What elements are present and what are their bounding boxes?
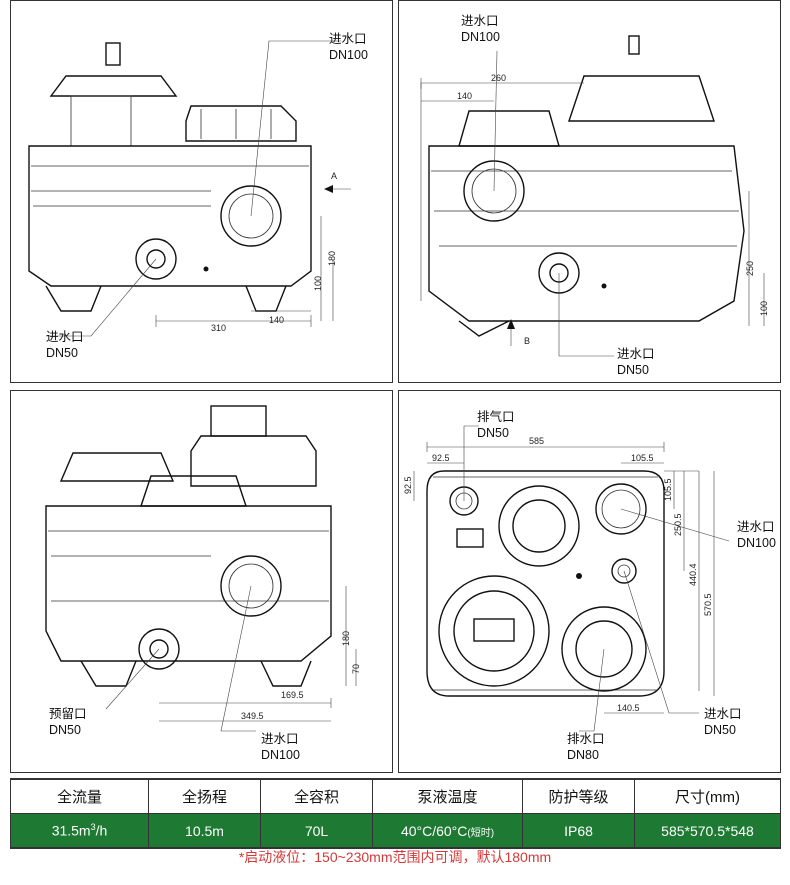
- top-view-panel: 585 92.5 105.5 92.5 105.5 250.5 440.4 57…: [398, 390, 781, 773]
- dim-140: 140: [269, 315, 284, 325]
- header-ip: 防护等级: [522, 778, 635, 814]
- value-volume: 70L: [260, 813, 373, 849]
- header-head: 全扬程: [148, 778, 261, 814]
- dim-250: 250: [745, 261, 755, 276]
- value-temp: 40°C/60°C(短时): [372, 813, 523, 849]
- header-size: 尺寸(mm): [634, 778, 781, 814]
- view-a-label: A: [331, 171, 337, 181]
- front-view-drawing: A 310 140 100 180: [28, 40, 351, 337]
- side-view-drawing: B 260 140 250 100: [420, 35, 769, 357]
- dim-570-5: 570.5: [703, 593, 713, 616]
- dim-349-5: 349.5: [241, 711, 264, 721]
- value-size: 585*570.5*548: [634, 813, 781, 849]
- dim-585: 585: [529, 436, 544, 446]
- dim-92-5-left: 92.5: [403, 476, 413, 494]
- dim-92-5-top: 92.5: [432, 453, 450, 463]
- dim-140-5: 140.5: [617, 703, 640, 713]
- dim-105-5-top: 105.5: [631, 453, 654, 463]
- header-flow: 全流量: [10, 778, 149, 814]
- dim-169-5: 169.5: [281, 690, 304, 700]
- dim-180: 180: [341, 631, 351, 646]
- top-view-drawing: 585 92.5 105.5 92.5 105.5 250.5 440.4 57…: [403, 425, 730, 732]
- dim-100: 100: [759, 301, 769, 316]
- spec-value-row: 31.5m3/h 10.5m 70L 40°C/60°C(短时) IP68 58…: [10, 813, 781, 849]
- start-level-note: *启动液位：150~230mm范围内可调，默认180mm: [238, 849, 552, 865]
- view-b-label: B: [524, 336, 530, 346]
- dim-260: 260: [491, 73, 506, 83]
- dim-250-5: 250.5: [673, 513, 683, 536]
- value-head: 10.5m: [148, 813, 261, 849]
- dim-140: 140: [457, 91, 472, 101]
- dim-440-4: 440.4: [688, 563, 698, 586]
- value-ip: IP68: [522, 813, 635, 849]
- spec-table: 全流量 全扬程 全容积 泵液温度 防护等级 尺寸(mm) 31.5m3/h 10…: [10, 778, 781, 849]
- dim-100: 100: [313, 276, 323, 291]
- dim-105-5-right: 105.5: [663, 478, 673, 501]
- header-temp: 泵液温度: [372, 778, 523, 814]
- spec-header-row: 全流量 全扬程 全容积 泵液温度 防护等级 尺寸(mm): [10, 778, 781, 814]
- dim-310: 310: [211, 323, 226, 333]
- dim-180: 180: [327, 251, 337, 266]
- back-view-drawing: 169.5 349.5 180 70: [45, 405, 361, 732]
- value-flow: 31.5m3/h: [10, 813, 149, 849]
- dim-70: 70: [351, 664, 361, 674]
- header-volume: 全容积: [260, 778, 373, 814]
